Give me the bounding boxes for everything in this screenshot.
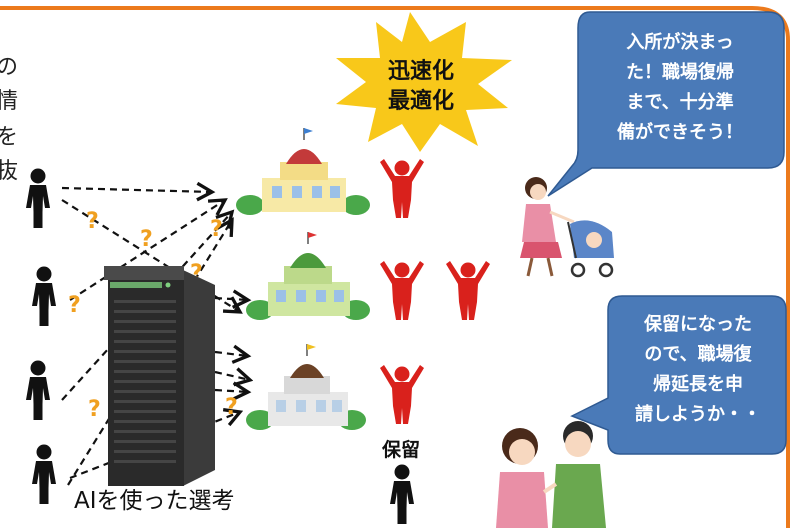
question-mark-icon: ? [86, 209, 99, 234]
arrow [214, 390, 248, 392]
accepted-person-icon [380, 159, 424, 218]
bubble-top-line2: た！職場復帰 [626, 61, 734, 83]
question-marks: ? ? ? ? ? ? ? [68, 209, 238, 422]
bubble-top-line1: 入所が決まっ [626, 31, 733, 53]
applicant-person-icon [32, 444, 56, 504]
left-fragment-2: 情 [0, 89, 18, 114]
speech-bubble-top [547, 11, 785, 197]
question-mark-icon: ? [88, 397, 101, 422]
bubble-bottom-line1: 保留になった [643, 313, 752, 335]
bubble-top-line3: まで、十分準 [626, 91, 733, 113]
accepted-person-icon [380, 365, 424, 424]
arrow [67, 220, 232, 486]
burst-text-line1: 迅速化 [388, 58, 454, 84]
question-mark-icon: ? [68, 293, 81, 318]
pending-label: 保留 [381, 438, 420, 461]
bubble-bottom-line3: 帰延長を申 [653, 373, 743, 395]
pending-person-icon [390, 464, 414, 524]
speed-burst-icon [336, 12, 512, 152]
applicant-person-icon [32, 266, 56, 326]
arrow [69, 412, 240, 480]
question-mark-icon: ? [210, 217, 223, 242]
nursery-building-green-icon [246, 232, 370, 320]
arrow [214, 352, 248, 356]
arrow [214, 372, 250, 380]
accepted-person-icon [380, 261, 424, 320]
left-text-fragments: の 情 を 抜 [0, 55, 18, 184]
accepted-person-icon [446, 261, 490, 320]
bubble-top-line4: 備ができそう！ [617, 121, 743, 143]
left-fragment-3: を [0, 125, 18, 150]
arrow [61, 188, 212, 192]
nursery-building-gray-icon [246, 344, 366, 430]
selection-arrows [61, 188, 250, 486]
arrow [214, 298, 248, 300]
left-fragment-4: 抜 [0, 159, 18, 184]
applicant-person-icon [26, 168, 50, 228]
applicant-person-icon [26, 360, 50, 420]
burst-text-line2: 最適化 [388, 88, 454, 114]
bubble-bottom-line4: 請しようか・・ [635, 403, 761, 425]
speech-bubble-bottom [570, 295, 787, 455]
arrow [69, 200, 225, 301]
mother-with-stroller-icon [520, 177, 614, 278]
bubble-bottom-line2: ので、職場復 [644, 343, 752, 365]
nursery-building-yellow-icon [236, 128, 370, 215]
ai-server-icon [104, 266, 215, 486]
question-mark-icon: ? [225, 395, 238, 420]
ai-selection-label: AIを使った選考 [74, 488, 235, 514]
left-fragment-1: の [0, 55, 18, 80]
couple-talking-icon [496, 421, 606, 528]
question-mark-icon: ? [140, 227, 153, 252]
